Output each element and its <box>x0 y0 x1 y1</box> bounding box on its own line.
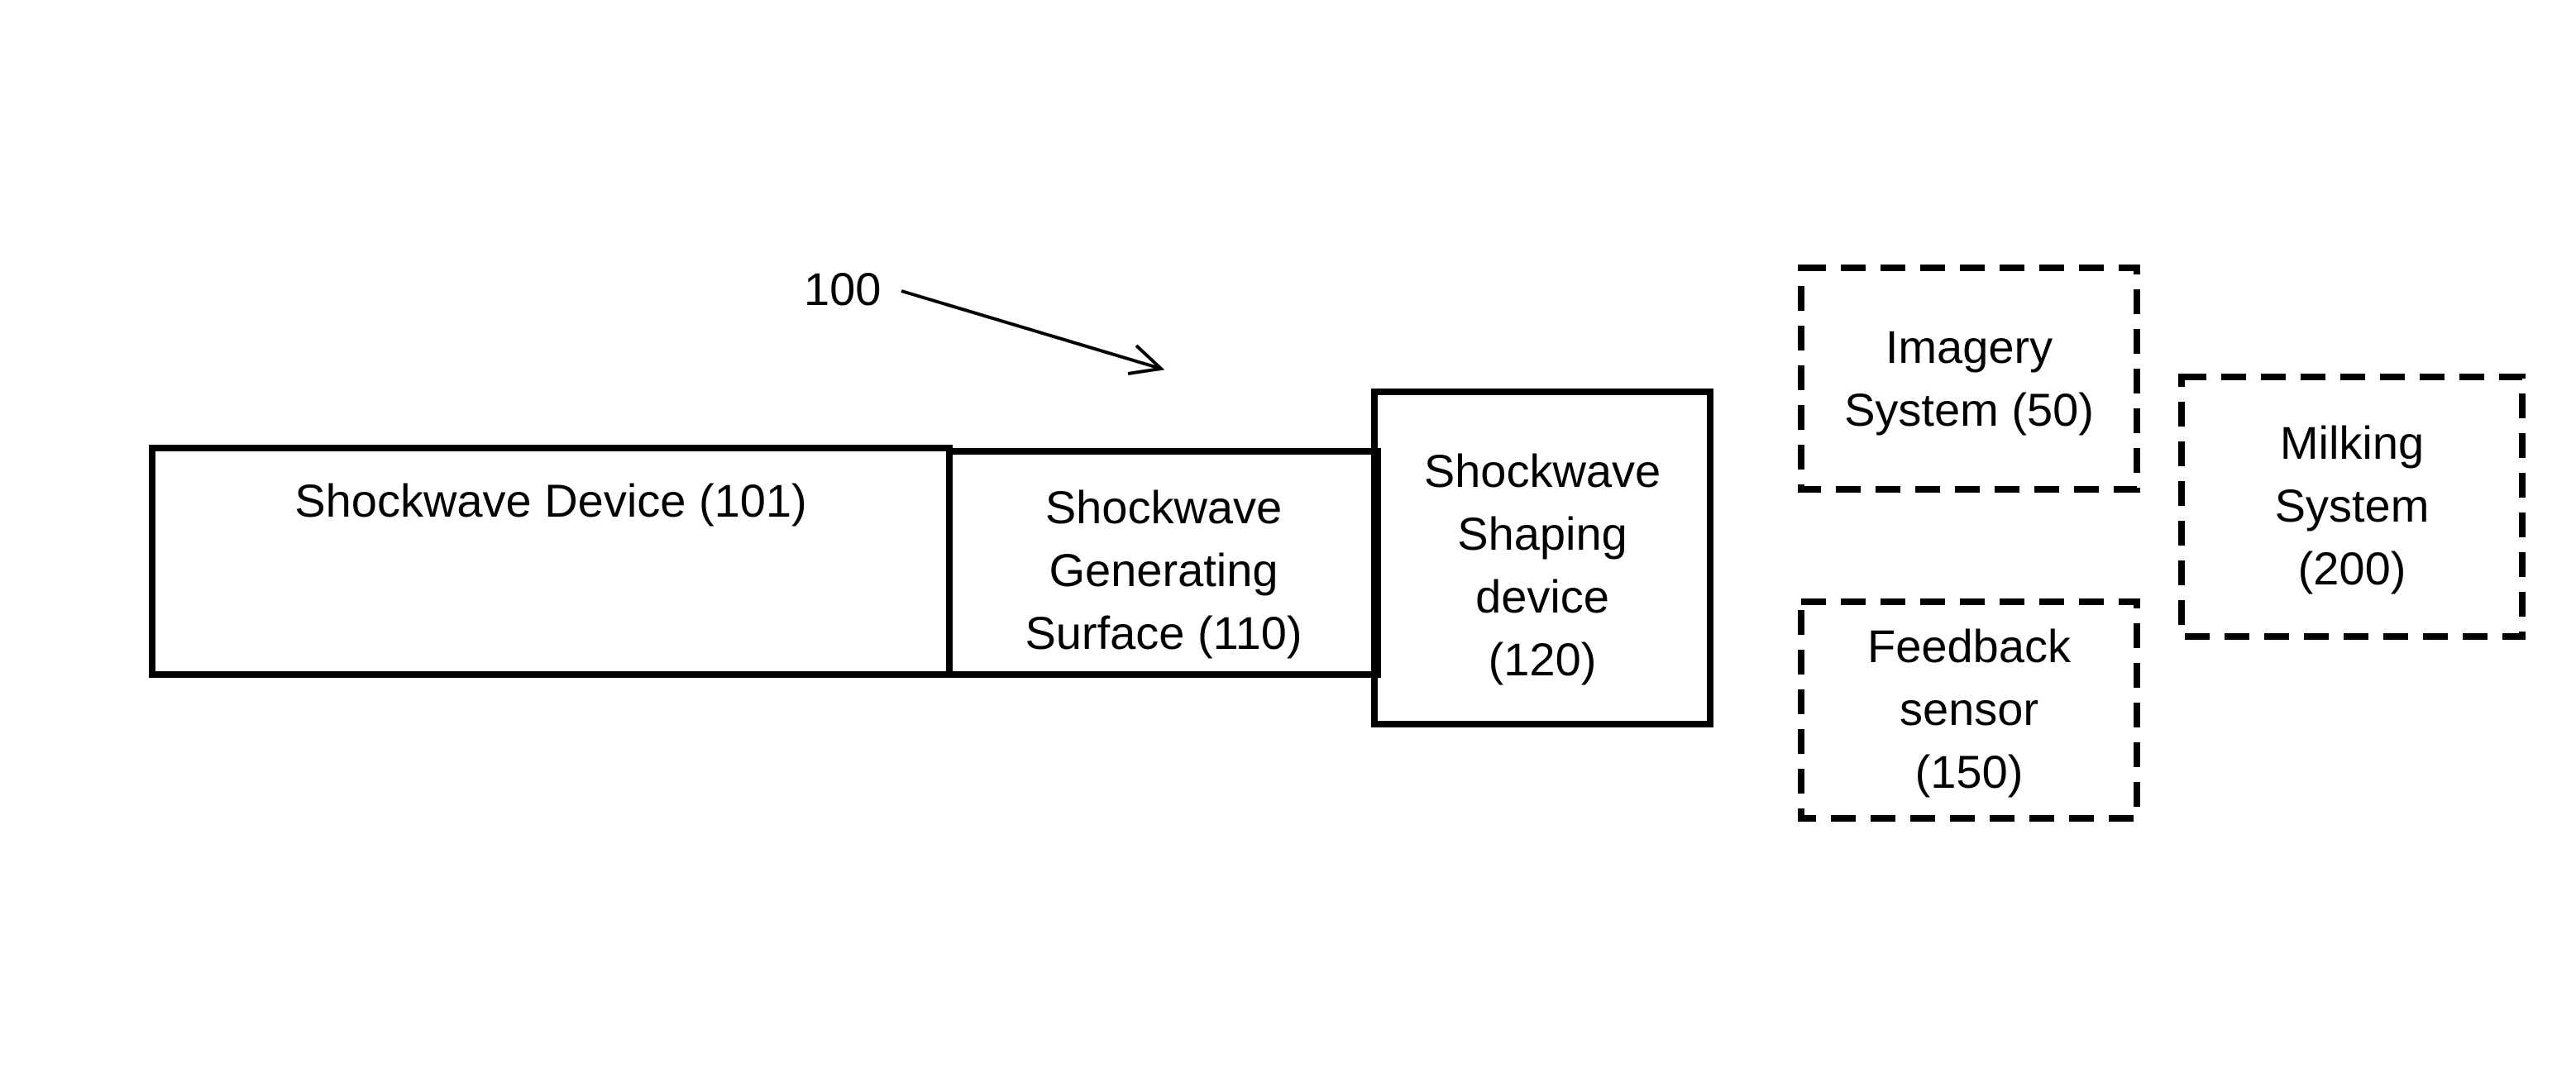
shockwave-generating-surface-block: Shockwave Generating Surface (110) <box>946 448 1381 678</box>
shaping-device-label-line: Shaping <box>1378 503 1707 565</box>
shockwave-device-label-line: Shockwave Device (101) <box>155 470 946 532</box>
reference-arrow-shaft <box>901 291 1161 369</box>
reference-numeral-100: 100 <box>804 263 881 316</box>
milking-system-label-line: System <box>2178 474 2526 537</box>
feedback-sensor-block: Feedback sensor (150) <box>1798 598 2140 822</box>
shaping-device-label-line: Shockwave <box>1378 440 1707 503</box>
milking-system-label: Milking System (200) <box>2178 412 2526 600</box>
shaping-device-label-line: (120) <box>1378 628 1707 691</box>
imagery-system-label: Imagery System (50) <box>1798 316 2140 441</box>
generating-surface-label-line: Shockwave <box>953 476 1374 539</box>
generating-surface-label-line: Surface (110) <box>953 602 1374 665</box>
generating-surface-label: Shockwave Generating Surface (110) <box>953 476 1374 665</box>
shockwave-shaping-device-block: Shockwave Shaping device (120) <box>1371 389 1713 727</box>
imagery-system-label-line: System (50) <box>1798 379 2140 441</box>
milking-system-label-line: (200) <box>2178 537 2526 600</box>
milking-system-block: Milking System (200) <box>2178 374 2526 640</box>
imagery-system-label-line: Imagery <box>1798 316 2140 379</box>
shaping-device-label: Shockwave Shaping device (120) <box>1378 440 1707 691</box>
shockwave-device-block: Shockwave Device (101) <box>149 445 953 678</box>
feedback-sensor-label-line: sensor <box>1798 678 2140 741</box>
feedback-sensor-label: Feedback sensor (150) <box>1798 615 2140 803</box>
feedback-sensor-label-line: Feedback <box>1798 615 2140 678</box>
generating-surface-label-line: Generating <box>953 539 1374 602</box>
imagery-system-block: Imagery System (50) <box>1798 265 2140 493</box>
reference-arrow-head <box>1128 346 1161 374</box>
feedback-sensor-label-line: (150) <box>1798 741 2140 803</box>
shaping-device-label-line: device <box>1378 565 1707 628</box>
shockwave-device-label: Shockwave Device (101) <box>155 470 946 532</box>
milking-system-label-line: Milking <box>2178 412 2526 474</box>
